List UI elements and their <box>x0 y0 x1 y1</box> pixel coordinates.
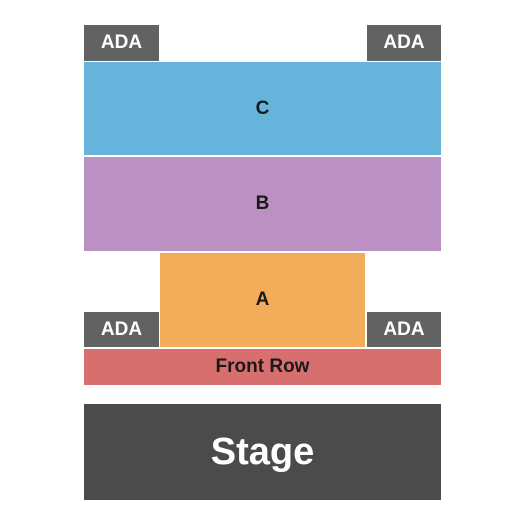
section-ada-top-left[interactable]: ADA <box>84 25 159 61</box>
stage: Stage <box>84 404 441 500</box>
stage-label: Stage <box>210 430 315 473</box>
section-front-row[interactable]: Front Row <box>84 349 441 385</box>
section-ada-mid-right-label: ADA <box>383 318 425 340</box>
section-front-row-label: Front Row <box>215 356 310 377</box>
section-c-label: C <box>255 97 270 119</box>
section-b-label: B <box>255 193 270 214</box>
section-c[interactable]: C <box>84 62 441 155</box>
section-ada-mid-left-label: ADA <box>100 318 143 340</box>
section-b[interactable]: B <box>84 157 441 251</box>
section-ada-top-right-label: ADA <box>383 32 425 53</box>
section-a[interactable]: A <box>160 253 365 347</box>
section-a-label: A <box>255 289 270 310</box>
section-ada-top-left-label: ADA <box>100 32 143 53</box>
section-ada-top-right[interactable]: ADA <box>367 25 441 61</box>
section-ada-mid-right[interactable]: ADA <box>367 312 441 347</box>
section-ada-mid-left[interactable]: ADA <box>84 312 159 347</box>
